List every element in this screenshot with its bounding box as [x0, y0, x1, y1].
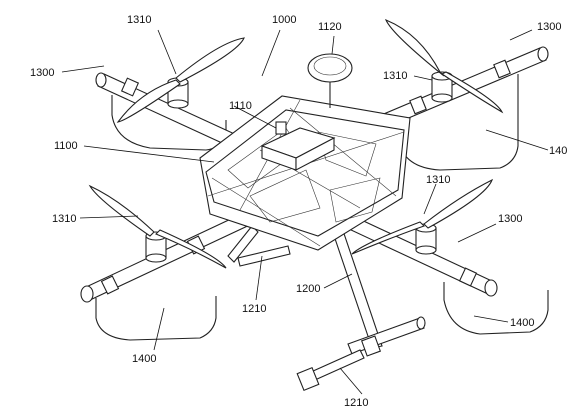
label-1110: 1110 [229, 100, 252, 112]
label-1300-back-left: 1300 [30, 67, 54, 79]
label-1100: 1100 [54, 140, 78, 152]
propeller-back-left [116, 37, 245, 123]
propeller-front-right [351, 178, 494, 255]
label-1310-back-right: 1310 [383, 70, 407, 82]
propeller-back-right [384, 18, 504, 114]
label-1000: 1000 [272, 14, 296, 26]
label-1310-front-left: 1310 [52, 213, 76, 225]
float-front-left [95, 296, 217, 341]
leader-lines [61, 29, 549, 395]
arm-front-left [80, 209, 257, 303]
label-1210-bottom: 1210 [344, 397, 368, 409]
gps-antenna [307, 53, 353, 108]
label-1300-back-right: 1300 [537, 21, 561, 33]
label-1310-front-right: 1310 [426, 174, 450, 186]
label-1120: 1120 [318, 21, 342, 33]
label-1300-front-right: 1300 [498, 213, 522, 225]
propeller-front-left [88, 184, 227, 269]
landing-gear [227, 209, 426, 392]
control-box [260, 121, 336, 171]
label-1400-left: 1400 [132, 353, 156, 365]
label-1210-mid: 1210 [242, 303, 266, 315]
motor-front-right [415, 223, 437, 255]
frame-body [199, 95, 411, 251]
label-140: 140 [549, 145, 567, 157]
label-1200: 1200 [296, 283, 320, 295]
label-1310-back-left: 1310 [127, 14, 151, 26]
float-front-right [443, 282, 549, 335]
label-1400-right: 1400 [510, 317, 534, 329]
